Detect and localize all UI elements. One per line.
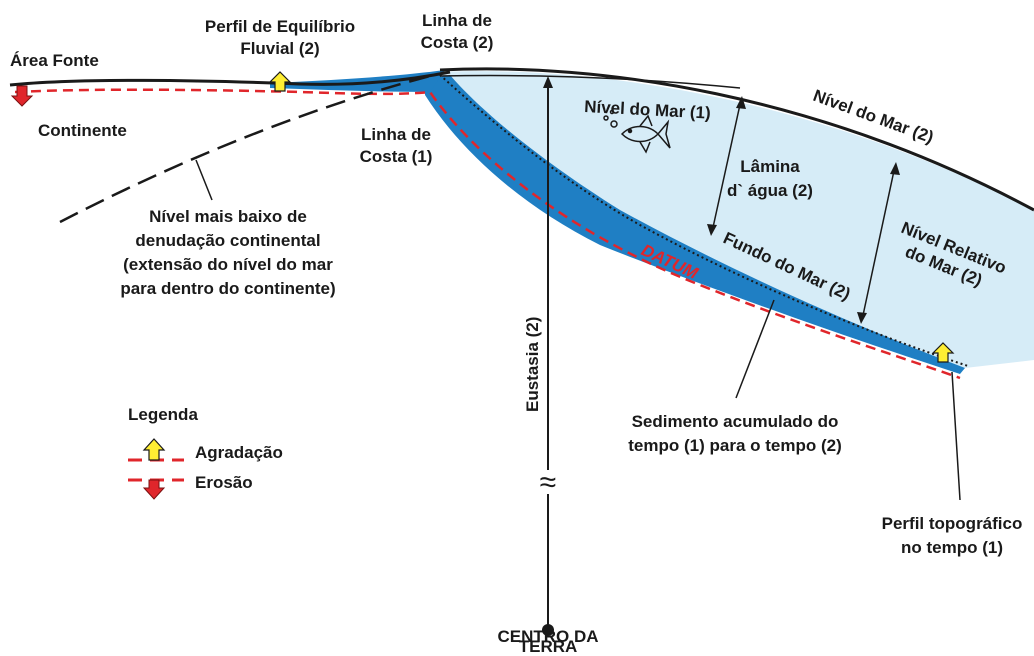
label-linha-costa-2-b: Costa (2) (421, 33, 494, 52)
relative-sea-level-arrow-bottom (857, 312, 867, 324)
relative-sea-level-arrow (861, 165, 896, 321)
eustasia-arrow-head (543, 76, 553, 88)
label-continente: Continente (38, 121, 127, 140)
break-gap (538, 470, 558, 494)
label-centro-2: TERRA (519, 637, 578, 656)
leader-sediment (735, 299, 775, 399)
leader-topographic-profile (951, 371, 961, 501)
earth-center-dot (542, 624, 554, 636)
label-perfil-equilibrio-2: Fluvial (2) (240, 39, 319, 58)
relative-sea-level-arrow-top (890, 162, 900, 175)
water-body (440, 71, 1034, 368)
label-nivel-baixo-1: Nível mais baixo de (149, 207, 307, 226)
water-depth-arrow-top (736, 96, 746, 109)
legend: Legenda Agradação Erosão (128, 405, 283, 500)
break-symbol: ≈ (540, 466, 556, 499)
leader-denudation (195, 159, 213, 201)
legend-agradation-icon (142, 438, 166, 461)
erosion-profile-line (14, 88, 961, 380)
legend-title: Legenda (128, 405, 198, 424)
legend-erosion-icon (142, 479, 166, 500)
fluvial-sediment (270, 70, 445, 92)
label-perfil-topografico-2: no tempo (1) (901, 538, 1003, 557)
agradation-arrow-sea-icon (931, 342, 955, 363)
legend-agradation-label: Agradação (195, 443, 283, 462)
label-eustasia: Eustasia (2) (523, 317, 542, 412)
label-linha-costa-2-a: Linha de (422, 11, 492, 30)
label-area-fonte: Área Fonte (10, 51, 99, 70)
water-depth-arrow-bottom (707, 224, 717, 236)
sea-level-1-line (439, 74, 741, 89)
sea-floor-2-line (439, 74, 969, 367)
sea-level-2-line (439, 67, 1034, 212)
erosion-arrow-icon (10, 85, 34, 107)
label-lamina-1: Lâmina (740, 157, 800, 176)
sediment-wedge (425, 75, 965, 374)
fish-icon (603, 109, 671, 154)
legend-erosion-label: Erosão (195, 473, 253, 492)
label-perfil-topografico-1: Perfil topográfico (882, 514, 1023, 533)
label-linha-costa-1-a: Linha de (361, 125, 431, 144)
agradation-arrow-icon (268, 71, 292, 92)
label-lamina-2: d` água (2) (727, 181, 813, 200)
label-sedimento-1: Sedimento acumulado do (632, 412, 839, 431)
water-depth-arrow (711, 99, 742, 233)
label-nivel-baixo-4: para dentro do continente) (120, 279, 335, 298)
label-linha-costa-1-b: Costa (1) (360, 147, 433, 166)
label-centro-1: CENTRO DA (497, 627, 598, 646)
label-sedimento-2: tempo (1) para o tempo (2) (628, 436, 841, 455)
label-nivel-baixo-3: (extensão do nível do mar (123, 255, 333, 274)
label-nivel-baixo-2: denudação continental (135, 231, 320, 250)
label-perfil-equilibrio-1: Perfil de Equilíbrio (205, 17, 355, 36)
